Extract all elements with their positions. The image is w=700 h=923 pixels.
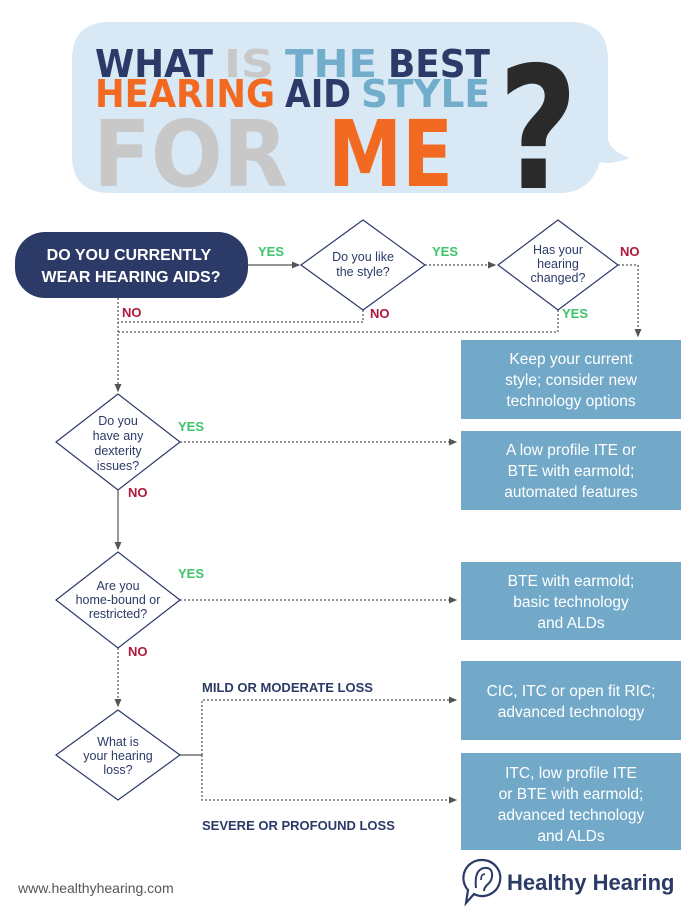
title-question-mark: ? bbox=[498, 31, 578, 229]
yes-label: YES bbox=[178, 419, 204, 434]
ear-bubble-icon bbox=[462, 858, 502, 907]
no-label: NO bbox=[370, 306, 390, 321]
svg-text:CIC, ITC or open fit RIC;advan: CIC, ITC or open fit RIC;advanced techno… bbox=[487, 683, 656, 721]
title-me: ME bbox=[328, 101, 453, 208]
no-label: NO bbox=[128, 644, 148, 659]
title-line-2: HEARING AID STYLE bbox=[95, 72, 490, 116]
connectors bbox=[114, 261, 642, 804]
title-word: THE bbox=[285, 42, 377, 86]
result-box-cic: CIC, ITC or open fit RIC;advanced techno… bbox=[461, 661, 681, 740]
healthy-hearing-logo: Healthy Hearing bbox=[462, 858, 675, 907]
title-word: IS bbox=[224, 42, 274, 86]
title-word: AID bbox=[285, 72, 351, 116]
title-word: HEARING bbox=[95, 72, 275, 116]
yes-label: YES bbox=[178, 566, 204, 581]
title-bubble: WHAT IS THE BEST HEARING AID STYLE FOR M… bbox=[72, 22, 630, 229]
title-word: STYLE bbox=[361, 72, 490, 116]
no-label: NO bbox=[122, 305, 142, 320]
title-word: BEST bbox=[388, 42, 490, 86]
start-node: DO YOU CURRENTLY WEAR HEARING AIDS? bbox=[15, 232, 248, 298]
svg-text:DO YOU CURRENTLY WEAR HE: DO YOU CURRENTLY WEAR HEARING AIDS? bbox=[42, 247, 221, 286]
yes-label: YES bbox=[258, 244, 284, 259]
severe-loss-label: SEVERE OR PROFOUND LOSS bbox=[202, 818, 395, 833]
yes-label: YES bbox=[562, 306, 588, 321]
footer-url[interactable]: www.healthyhearing.com bbox=[17, 880, 174, 896]
no-label: NO bbox=[128, 485, 148, 500]
yes-label: YES bbox=[432, 244, 458, 259]
title-word: WHAT bbox=[95, 42, 213, 86]
title-line-1: WHAT IS THE BEST bbox=[95, 42, 490, 86]
title-for: FOR bbox=[93, 101, 288, 208]
mild-loss-label: MILD OR MODERATE LOSS bbox=[202, 680, 373, 695]
no-label: NO bbox=[620, 244, 640, 259]
brand-name: Healthy Hearing bbox=[507, 870, 675, 895]
